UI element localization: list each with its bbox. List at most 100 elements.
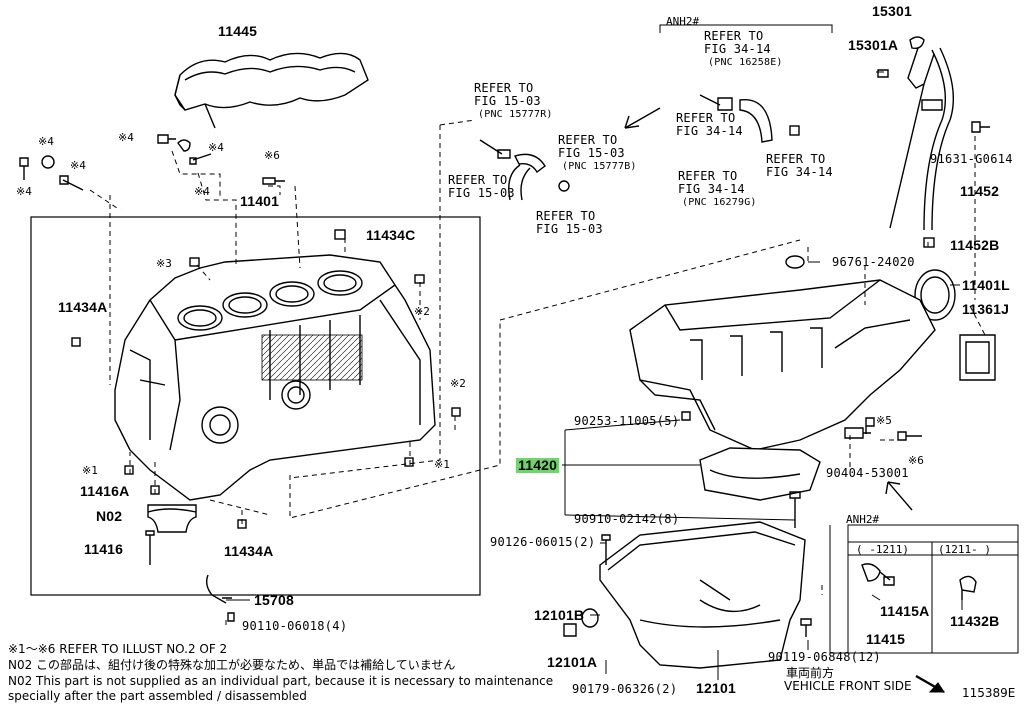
label-11416A[interactable]: 11416A: [80, 483, 130, 499]
refer-fig-34-14-d[interactable]: REFER TO FIG 34-14 (PNC 16279G): [678, 170, 757, 209]
refer-line-3: (PNC 15777B): [562, 161, 637, 172]
inset-col2-header: (1211- ): [938, 543, 991, 556]
marker-4-a: ※4: [38, 135, 54, 148]
label-90119-06848[interactable]: 90119-06848(12): [768, 650, 881, 664]
label-11416[interactable]: 11416: [84, 541, 124, 557]
note-refer-illust: ※1～※6 REFER TO ILLUST NO.2 OF 2: [8, 642, 228, 656]
marker-1-a: ※1: [82, 464, 98, 477]
refer-line-1: REFER TO: [766, 152, 826, 166]
label-11434A-left[interactable]: 11434A: [58, 299, 108, 315]
refer-line-1: REFER TO: [704, 29, 764, 43]
label-12101B[interactable]: 12101B: [534, 607, 585, 623]
refer-line-2: FIG 15-03: [558, 146, 625, 160]
label-11432B[interactable]: 11432B: [950, 613, 1000, 629]
label-11445[interactable]: 11445: [218, 23, 258, 39]
refer-fig-15-03-b[interactable]: REFER TO FIG 15-03 (PNC 15777B): [558, 134, 637, 173]
refer-fig-15-03-c[interactable]: REFER TO FIG 15-03: [448, 174, 515, 200]
refer-line-2: FIG 34-14: [676, 124, 743, 138]
label-11434A-bottom[interactable]: 11434A: [224, 543, 274, 559]
label-90126-06015[interactable]: 90126-06015(2): [490, 535, 596, 549]
refer-line-1: REFER TO: [474, 81, 534, 95]
refer-line-1: REFER TO: [676, 111, 736, 125]
marker-4-c: ※4: [70, 159, 86, 172]
label-90110-06018[interactable]: 90110-06018(4): [242, 619, 348, 633]
refer-fig-15-03-a[interactable]: REFER TO FIG 15-03 (PNC 15777R): [474, 82, 553, 121]
label-11452[interactable]: 11452: [960, 183, 1000, 199]
refer-line-2: FIG 15-03: [448, 186, 515, 200]
cover-11361J: [959, 334, 996, 381]
anh-label-top: ANH2#: [666, 15, 700, 28]
dipstick-15301: [889, 36, 955, 248]
note-n02-en-1: N02 This part is not supplied as an indi…: [8, 674, 554, 688]
refer-line-3: (PNC 16258E): [708, 57, 783, 68]
label-90404-53001[interactable]: 90404-53001: [826, 466, 909, 480]
block-frame: [30, 216, 481, 596]
oil-jet-15708: [205, 574, 232, 604]
refer-line-2: FIG 15-03: [536, 222, 603, 236]
oil-seal-11401L: [914, 269, 956, 321]
label-N02[interactable]: N02: [96, 508, 123, 524]
note-n02-jp: N02 この部品は、組付け後の特殊な加工が必要なため、単品では補給していません: [8, 658, 456, 672]
refer-line-1: REFER TO: [448, 173, 508, 187]
refer-fig-34-14-a[interactable]: REFER TO FIG 34-14 (PNC 16258E): [704, 30, 783, 69]
label-15301A[interactable]: 15301A: [848, 37, 899, 53]
marker-2-b: ※2: [450, 377, 466, 390]
anh-label-inset: ANH2#: [846, 513, 880, 526]
refer-line-2: FIG 34-14: [704, 42, 771, 56]
refer-fig-15-03-d[interactable]: REFER TO FIG 15-03: [536, 210, 603, 236]
marker-5: ※5: [876, 414, 892, 427]
bolt-top-left-1: [19, 157, 29, 180]
cylinder-block-11401: [114, 254, 436, 501]
refer-line-2: FIG 15-03: [474, 94, 541, 108]
illustration-id: 115389E: [962, 686, 1016, 700]
note-n02-en-2: specially after the part assembled / dis…: [8, 689, 307, 703]
refer-line-2: FIG 34-14: [678, 182, 745, 196]
crankcase-11420: [629, 279, 936, 501]
label-12101A[interactable]: 12101A: [547, 654, 598, 670]
label-11452B[interactable]: 11452B: [950, 237, 1000, 253]
label-11420[interactable]: 11420: [516, 457, 560, 473]
vehicle-front-en: VEHICLE FRONT SIDE: [784, 679, 912, 693]
inset-col1-header: ( -1211): [856, 543, 909, 556]
marker-4-f: ※4: [194, 185, 210, 198]
label-11415A[interactable]: 11415A: [880, 603, 930, 619]
refer-line-1: REFER TO: [678, 169, 738, 183]
label-11415[interactable]: 11415: [866, 631, 906, 647]
inset-box: [829, 524, 1019, 654]
label-15301[interactable]: 15301: [872, 3, 912, 19]
label-90179-06326[interactable]: 90179-06326(2): [572, 682, 678, 696]
label-11434C[interactable]: 11434C: [366, 227, 416, 243]
refer-fig-34-14-b[interactable]: REFER TO FIG 34-14: [676, 112, 743, 138]
anh-bracket-top: [659, 24, 833, 33]
label-90910-02142[interactable]: 90910-02142(8): [574, 512, 680, 526]
marker-4-b: ※4: [118, 131, 134, 144]
refer-fig-34-14-c[interactable]: REFER TO FIG 34-14: [766, 153, 833, 179]
label-11401L[interactable]: 11401L: [962, 277, 1010, 293]
gasket-11445: [174, 52, 369, 129]
marker-6-a: ※6: [264, 149, 280, 162]
front-arrow-mid: [885, 481, 913, 511]
refer-line-2: FIG 34-14: [766, 165, 833, 179]
vehicle-front-jp: 車両前方: [786, 666, 835, 680]
bearing-cap-N02: [147, 504, 197, 533]
label-96761-24020[interactable]: 96761-24020: [832, 255, 915, 269]
label-15708[interactable]: 15708: [254, 592, 294, 608]
refer-line-1: REFER TO: [536, 209, 596, 223]
marker-2-a: ※2: [414, 305, 430, 318]
marker-6-b: ※6: [908, 454, 924, 467]
marker-4-d: ※4: [16, 185, 32, 198]
label-91631-G0614[interactable]: 91631-G0614: [930, 152, 1013, 166]
refer-line-3: (PNC 16279G): [682, 197, 757, 208]
refer-line-3: (PNC 15777R): [478, 109, 553, 120]
marker-3: ※3: [156, 257, 172, 270]
marker-4-e: ※4: [208, 141, 224, 154]
label-11401[interactable]: 11401: [240, 193, 280, 209]
label-12101[interactable]: 12101: [696, 680, 736, 696]
refer-line-1: REFER TO: [558, 133, 618, 147]
label-11361J[interactable]: 11361J: [962, 301, 1010, 317]
oil-pan-12101: [599, 521, 806, 669]
label-90253-11005[interactable]: 90253-11005(5): [574, 414, 680, 428]
front-arrow-top: [624, 107, 661, 129]
marker-1-b: ※1: [434, 458, 450, 471]
